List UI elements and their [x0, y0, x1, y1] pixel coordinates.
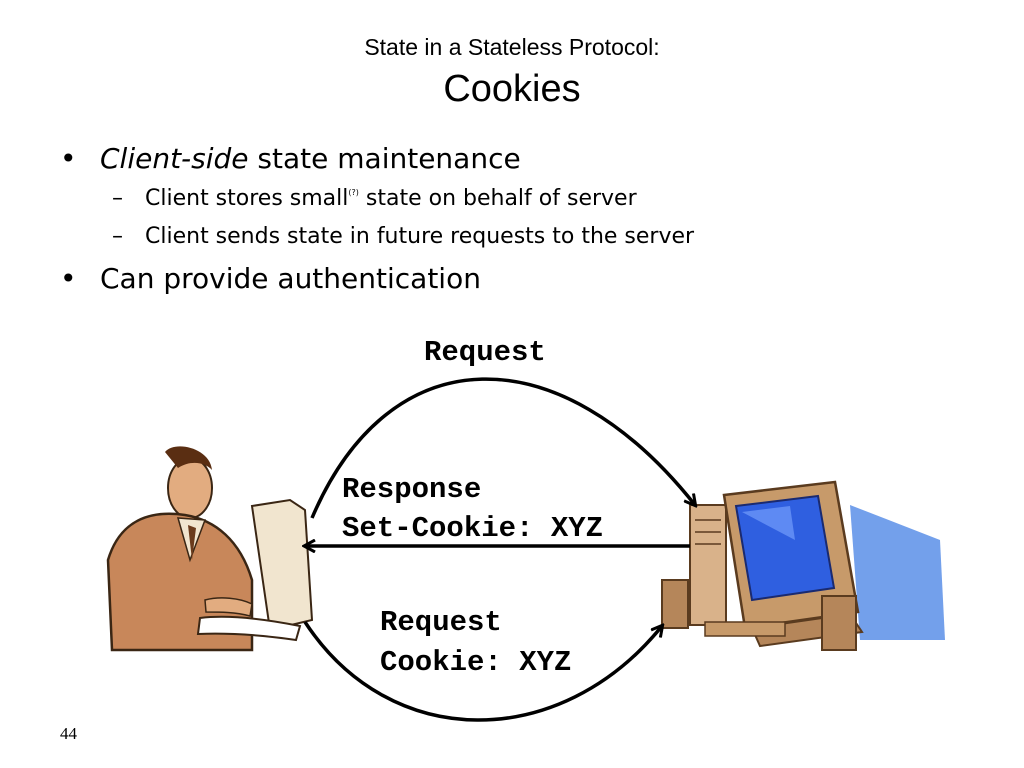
- request-label: Request: [424, 336, 546, 369]
- sub-bullet-dash: –: [112, 186, 123, 211]
- request-arrow: [310, 377, 695, 519]
- right-speaker: [821, 595, 857, 651]
- slide-subtitle: State in a Stateless Protocol:: [364, 34, 660, 60]
- request-cookie-label: Request: [380, 606, 502, 639]
- tower-case: [689, 504, 727, 626]
- sub-bullet-text-end: state on behalf of server: [358, 186, 637, 211]
- client-monitor: [250, 498, 314, 632]
- desktop-computer-icon: [661, 480, 945, 651]
- person-hand: [204, 597, 253, 617]
- bullet-dot: •: [60, 262, 77, 295]
- sub-bullet-text: Client stores small: [145, 186, 349, 211]
- client-keyboard: [196, 615, 302, 642]
- computer-shadow: [850, 505, 945, 640]
- person-head: [167, 457, 213, 519]
- person-at-computer-icon: [106, 446, 314, 652]
- set-cookie-label: Set-Cookie: XYZ: [342, 512, 604, 545]
- bullet-dot: •: [60, 142, 77, 175]
- page-number: 44: [60, 724, 77, 743]
- bullet-text: Can provide authentication: [100, 262, 481, 295]
- superscript-note: (?): [348, 188, 359, 197]
- monitor-screen: [734, 494, 836, 602]
- left-speaker: [661, 579, 689, 629]
- sub-bullet-text: Client sends state in future requests to…: [145, 224, 695, 249]
- slide-title: Cookies: [443, 68, 581, 110]
- keyboard: [704, 621, 786, 637]
- bullet-emphasis: Client-side: [100, 142, 249, 175]
- bullet-text: state maintenance: [248, 142, 521, 175]
- request-with-cookie-arrow: [303, 621, 662, 722]
- sub-bullet-dash: –: [112, 224, 123, 249]
- response-label: Response: [342, 473, 482, 506]
- cookie-label: Cookie: XYZ: [380, 646, 572, 679]
